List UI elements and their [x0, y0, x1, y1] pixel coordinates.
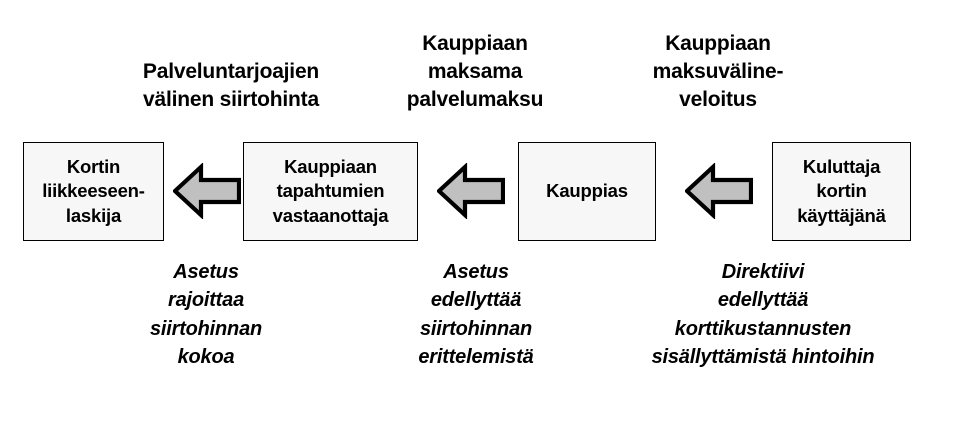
arrow-shape — [173, 163, 241, 219]
block-arrow-left-icon — [685, 163, 753, 219]
arrow-shape — [437, 163, 505, 219]
node-merchant-label: Kauppias — [546, 180, 628, 202]
arrow-shape — [685, 163, 753, 219]
block-arrow-left-icon — [173, 163, 241, 219]
block-arrow-left-icon — [437, 163, 505, 219]
node-merchant: Kauppias — [518, 142, 656, 241]
